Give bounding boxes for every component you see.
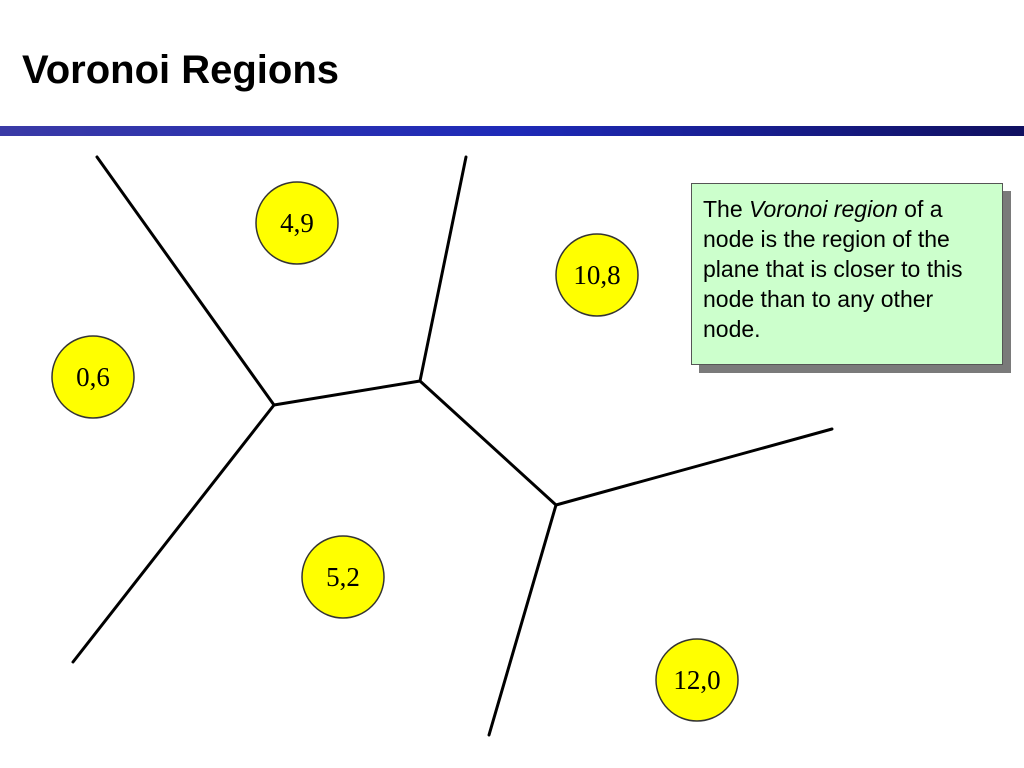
voronoi-edge — [272, 379, 422, 407]
node-circle — [301, 535, 385, 619]
voronoi-edges — [71, 155, 834, 737]
node-circle — [655, 638, 739, 722]
note-suffix: of a node is the region of the plane tha… — [703, 196, 963, 342]
title-rule — [0, 126, 1024, 136]
node-circle — [51, 335, 135, 419]
node-circle — [255, 181, 339, 265]
voronoi-edge — [418, 379, 558, 507]
node-label: 5,2 — [326, 562, 360, 592]
note-term: Voronoi region — [749, 196, 898, 222]
node-label: 12,0 — [673, 665, 720, 695]
node-5-2: 5,2 — [301, 535, 385, 619]
note-prefix: The — [703, 196, 750, 222]
slide-title: Voronoi Regions — [22, 48, 340, 92]
voronoi-edge — [71, 403, 276, 664]
node-circle — [555, 233, 639, 317]
node-4-9: 4,9 — [255, 181, 339, 265]
node-10-8: 10,8 — [555, 233, 639, 317]
definition-note: The Voronoi region of a node is the regi… — [691, 183, 1003, 365]
voronoi-edge — [418, 155, 468, 383]
node-label: 0,6 — [76, 362, 110, 392]
node-0-6: 0,6 — [51, 335, 135, 419]
voronoi-edge — [95, 155, 276, 407]
voronoi-edge — [487, 503, 558, 737]
voronoi-edge — [554, 427, 834, 507]
node-label: 10,8 — [573, 260, 620, 290]
node-label: 4,9 — [280, 208, 314, 238]
node-12-0: 12,0 — [655, 638, 739, 722]
